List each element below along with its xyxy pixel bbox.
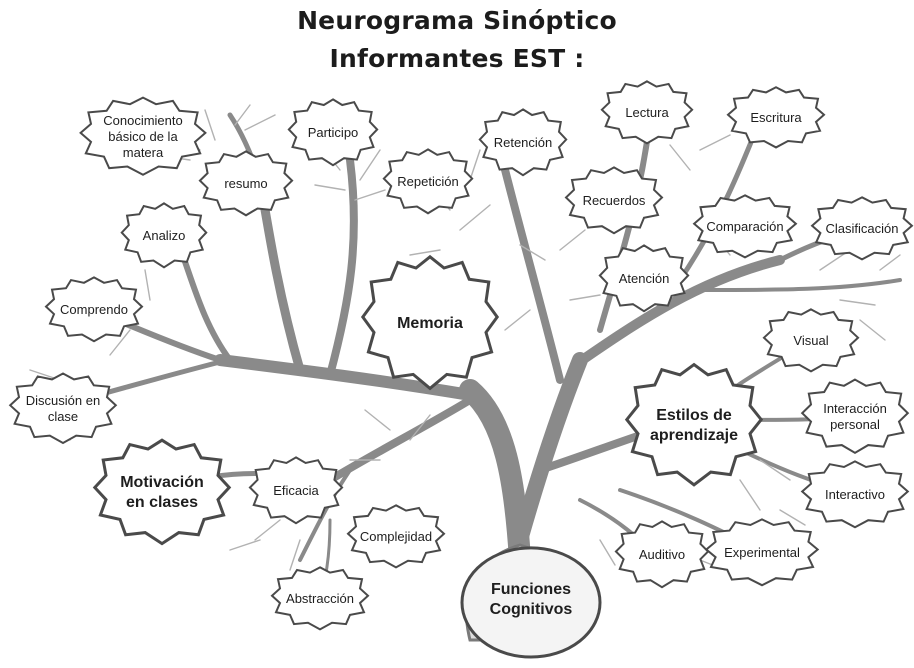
node-memoria: Memoria: [360, 254, 500, 394]
node-comparacion: Comparación: [692, 194, 798, 260]
trunk: [470, 390, 520, 560]
node-experimental: Experimental: [704, 518, 820, 588]
node-retencion: Retención: [478, 108, 568, 178]
node-label: Analizo: [137, 228, 192, 244]
node-discusion-en-clase: Discusión en clase: [8, 372, 118, 446]
node-conocimiento-basico: Conocimiento básico de la matera: [78, 96, 208, 178]
branch-left-upper: [330, 160, 354, 375]
branch-left-low: [330, 400, 470, 480]
node-label: Atención: [613, 271, 676, 287]
node-label: resumo: [218, 176, 273, 192]
node-eficacia: Eficacia: [248, 456, 344, 526]
node-label: Conocimiento básico de la matera: [97, 113, 189, 162]
node-auditivo: Auditivo: [614, 520, 710, 590]
node-motivacion-en-clases: Motivación en clases: [92, 438, 232, 548]
node-label: Estilos de aprendizaje: [644, 406, 744, 446]
node-label: Abstracción: [280, 591, 360, 607]
node-label: Experimental: [718, 545, 806, 561]
node-complejidad: Complejidad: [346, 504, 446, 570]
node-label: Visual: [787, 333, 834, 349]
node-atencion: Atención: [598, 244, 690, 314]
node-label: Comparación: [700, 219, 789, 235]
node-label: Eficacia: [267, 483, 325, 499]
node-analizo: Analizo: [120, 202, 208, 270]
node-label: Funciones Cognitivos: [484, 580, 579, 620]
node-interaccion-personal: Interacción personal: [800, 378, 910, 456]
node-label: Auditivo: [633, 547, 691, 563]
node-label: Interactivo: [819, 487, 891, 503]
node-label: Escritura: [744, 110, 807, 126]
node-label: Motivación en clases: [114, 473, 210, 513]
node-recuerdos: Recuerdos: [564, 166, 664, 236]
node-escritura: Escritura: [726, 86, 826, 150]
node-label: Participo: [302, 125, 365, 141]
node-resumo: resumo: [198, 150, 294, 218]
node-label: Memoria: [391, 314, 469, 334]
node-label: Complejidad: [354, 529, 438, 545]
node-label: Interacción personal: [817, 401, 893, 434]
node-participo: Participo: [287, 98, 379, 168]
node-label: Clasificación: [820, 221, 905, 237]
branch-right-far: [700, 280, 900, 290]
node-clasificacion: Clasificación: [810, 196, 914, 262]
node-funciones-cognitivos: Funciones Cognitivos: [456, 538, 606, 662]
node-label: Lectura: [619, 105, 674, 121]
node-visual: Visual: [762, 308, 860, 374]
node-label: Retención: [488, 135, 559, 151]
trunk-right: [520, 360, 580, 540]
node-label: Discusión en clase: [20, 393, 106, 426]
branch-right-up: [500, 150, 560, 380]
node-label: Comprendo: [54, 302, 134, 318]
node-comprendo: Comprendo: [44, 276, 144, 344]
node-repeticion: Repetición: [382, 148, 474, 216]
node-estilos-de-aprendizaje: Estilos de aprendizaje: [624, 362, 764, 490]
node-label: Recuerdos: [577, 193, 652, 209]
node-label: Repetición: [391, 174, 464, 190]
node-abstraccion: Abstracción: [270, 566, 370, 632]
node-lectura: Lectura: [600, 80, 694, 146]
